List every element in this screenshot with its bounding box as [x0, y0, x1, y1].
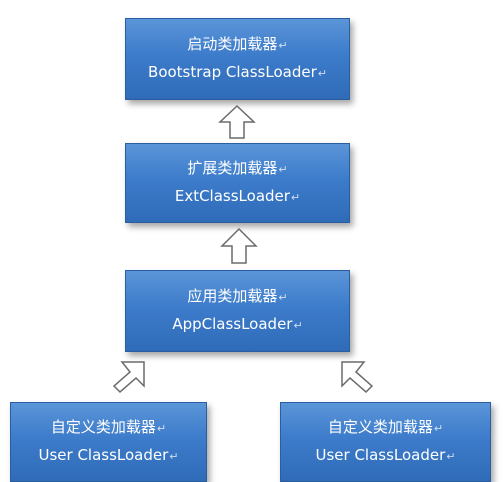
diagonal-up-right-arrow-icon [112, 361, 145, 394]
paragraph-mark-icon: ↵ [290, 191, 301, 204]
user1-title: 自定义类加载器↵ [50, 418, 167, 436]
paragraph-mark-icon: ↵ [169, 450, 179, 463]
paragraph-mark-icon: ↵ [317, 67, 327, 80]
paragraph-mark-icon: ↵ [156, 422, 167, 435]
paragraph-mark-icon: ↵ [293, 319, 303, 332]
ext-classloader-box: 扩展类加载器↵ ExtClassLoader↵ [125, 143, 350, 223]
user1-subtitle: User ClassLoader↵ [38, 446, 179, 464]
paragraph-mark-icon: ↵ [278, 291, 288, 304]
diagonal-up-left-arrow-icon [341, 361, 374, 394]
user2-title: 自定义类加载器↵ [327, 418, 444, 436]
paragraph-mark-icon: ↵ [433, 422, 444, 435]
bootstrap-subtitle: Bootstrap ClassLoader↵ [148, 63, 327, 81]
app-subtitle: AppClassLoader↵ [172, 315, 303, 333]
ext-title: 扩展类加载器↵ [187, 159, 288, 177]
paragraph-mark-icon: ↵ [278, 39, 288, 52]
up-arrow-icon [220, 227, 258, 264]
bootstrap-classloader-box: 启动类加载器↵ Bootstrap ClassLoader↵ [125, 18, 350, 100]
paragraph-mark-icon: ↵ [446, 450, 456, 463]
ext-subtitle: ExtClassLoader↵ [174, 187, 301, 205]
app-classloader-box: 应用类加载器↵ AppClassLoader↵ [125, 270, 350, 352]
app-title: 应用类加载器↵ [187, 287, 288, 305]
up-arrow-icon [218, 104, 256, 139]
bootstrap-title: 启动类加载器↵ [187, 35, 288, 53]
user-classloader-box-right: 自定义类加载器↵ User ClassLoader↵ [280, 402, 491, 482]
user-classloader-box-left: 自定义类加载器↵ User ClassLoader↵ [10, 402, 207, 482]
user2-subtitle: User ClassLoader↵ [315, 446, 456, 464]
paragraph-mark-icon: ↵ [278, 163, 288, 176]
